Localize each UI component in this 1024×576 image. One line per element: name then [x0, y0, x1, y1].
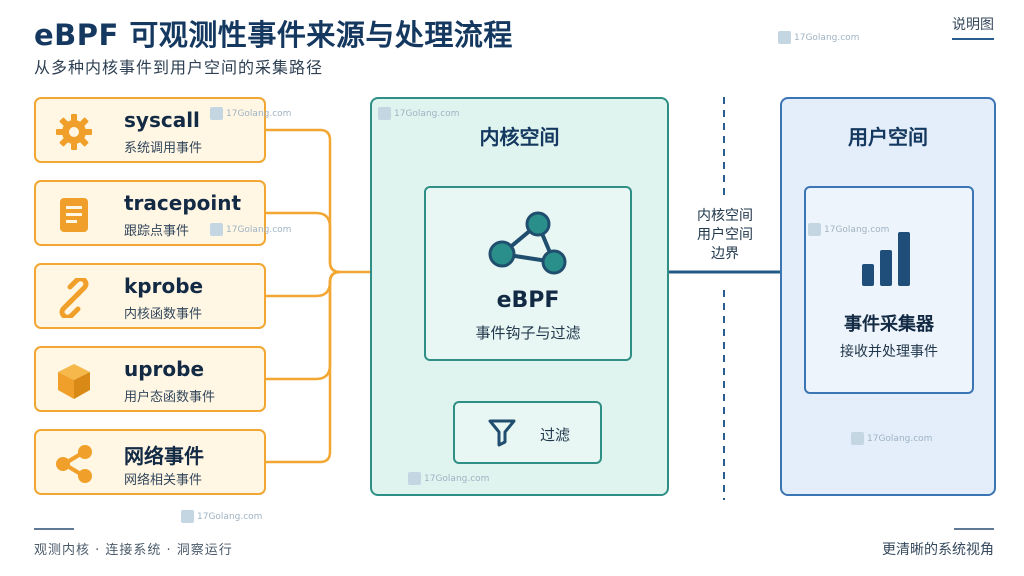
watermark: 17Golang.com [778, 31, 859, 44]
footer-slogan: 更清晰的系统视角 [882, 542, 994, 558]
source-desc: 内核函数事件 [124, 307, 203, 322]
boundary-label: 内核空间 用户空间 边界 [680, 207, 770, 264]
source-name: tracepoint [124, 191, 242, 215]
ebpf-label: eBPF [496, 288, 560, 313]
badge-underline [952, 38, 994, 40]
link-icon [59, 278, 89, 318]
cube-icon [58, 364, 90, 399]
footer-left-line [34, 528, 74, 530]
page-title: eBPF 可观测性事件来源与处理流程 [34, 18, 513, 52]
source-box-uprobe: uprobe 用户态函数事件 [34, 346, 266, 412]
watermark: 17Golang.com [210, 107, 291, 120]
kernel-space-title: 内核空间 [479, 125, 560, 149]
watermark: 17Golang.com [808, 223, 889, 236]
boundary-label-line2: 用户空间 [697, 227, 753, 243]
source-box-network: 网络事件 网络相关事件 [34, 429, 266, 495]
collector-description: 接收并处理事件 [840, 344, 938, 360]
watermark: 17Golang.com [210, 223, 291, 236]
ebpf-box [424, 186, 632, 361]
share-icon [56, 445, 92, 483]
source-box-tracepoint: tracepoint 跟踪点事件 [34, 180, 266, 246]
watermark: 17Golang.com [378, 107, 459, 120]
page-subtitle: 从多种内核事件到用户空间的采集路径 [34, 58, 324, 77]
ebpf-graph-icon [488, 211, 567, 275]
source-desc: 系统调用事件 [124, 141, 203, 156]
filter-label: 过滤 [540, 426, 571, 444]
document-icon [60, 198, 88, 232]
source-name: uprobe [124, 357, 205, 381]
user-space-title: 用户空间 [848, 125, 928, 149]
source-name: kprobe [124, 274, 204, 298]
gear-icon [56, 114, 92, 150]
filter-icon [488, 419, 516, 447]
collector-title: 事件采集器 [844, 314, 934, 335]
source-desc: 跟踪点事件 [124, 224, 190, 239]
source-box-syscall: syscall 系统调用事件 [34, 97, 266, 163]
boundary-label-line3: 边界 [711, 246, 739, 262]
source-name: syscall [124, 108, 200, 132]
watermark: 17Golang.com [181, 510, 262, 523]
filter-box [453, 401, 602, 464]
collector-box [804, 186, 974, 394]
watermark: 17Golang.com [408, 472, 489, 485]
footer-right-line [954, 528, 994, 530]
footer-tagline: 观测内核 · 连接系统 · 洞察运行 [34, 543, 233, 558]
diagram-badge: 说明图 [952, 17, 994, 33]
boundary-label-line1: 内核空间 [697, 208, 753, 224]
source-box-kprobe: kprobe 内核函数事件 [34, 263, 266, 329]
ebpf-description: 事件钩子与过滤 [475, 324, 581, 342]
source-name: 网络事件 [124, 444, 204, 468]
watermark: 17Golang.com [851, 432, 932, 445]
source-desc: 网络相关事件 [124, 473, 203, 488]
source-desc: 用户态函数事件 [124, 390, 216, 405]
bar-chart-icon [862, 232, 910, 286]
